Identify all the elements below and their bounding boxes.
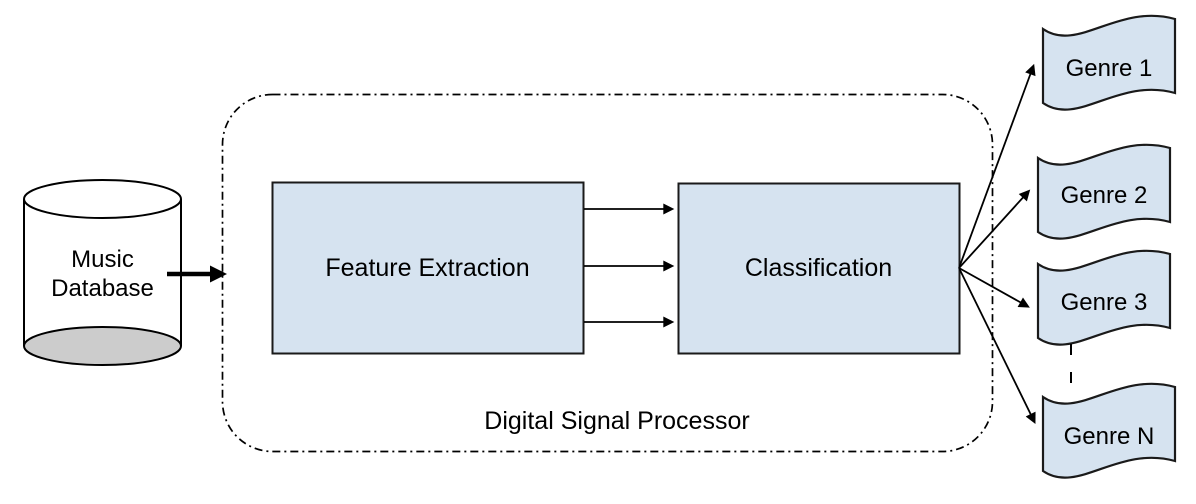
music-database-cylinder <box>23 179 182 366</box>
genre-card-3 <box>1036 249 1172 346</box>
arrow-to-genre-n <box>958 267 1036 424</box>
genre-1-label: Genre 1 <box>1065 55 1153 82</box>
cylinder-body <box>24 199 181 346</box>
genre-card-2 <box>1036 143 1172 240</box>
genre-2-label: Genre 2 <box>1060 182 1148 209</box>
cylinder-bottom-ellipse <box>23 326 182 366</box>
feature-extraction-label: Feature Extraction <box>325 254 530 282</box>
feature-extraction-box <box>271 181 585 355</box>
feature-to-classification-arrows <box>584 203 675 328</box>
genre-n-label: Genre N <box>1063 423 1155 450</box>
db-to-dsp-arrow <box>167 265 227 283</box>
classification-box <box>677 182 961 355</box>
classification-to-genre-arrows <box>958 63 1036 424</box>
genre-3-label: Genre 3 <box>1060 289 1148 316</box>
arrow-to-genre-1 <box>958 63 1036 269</box>
classification-label: Classification <box>744 254 893 282</box>
genre-card-n <box>1041 382 1177 479</box>
dsp-title: Digital Signal Processor <box>484 407 750 435</box>
music-database-label: Music Database <box>51 246 154 302</box>
arrow-to-genre-2 <box>958 189 1031 269</box>
genre-card-1 <box>1041 14 1177 111</box>
arrowhead-icon <box>210 265 227 283</box>
dsp-boundary <box>221 93 994 453</box>
cylinder-top-ellipse <box>23 179 182 219</box>
arrow-to-genre-3 <box>958 267 1030 308</box>
